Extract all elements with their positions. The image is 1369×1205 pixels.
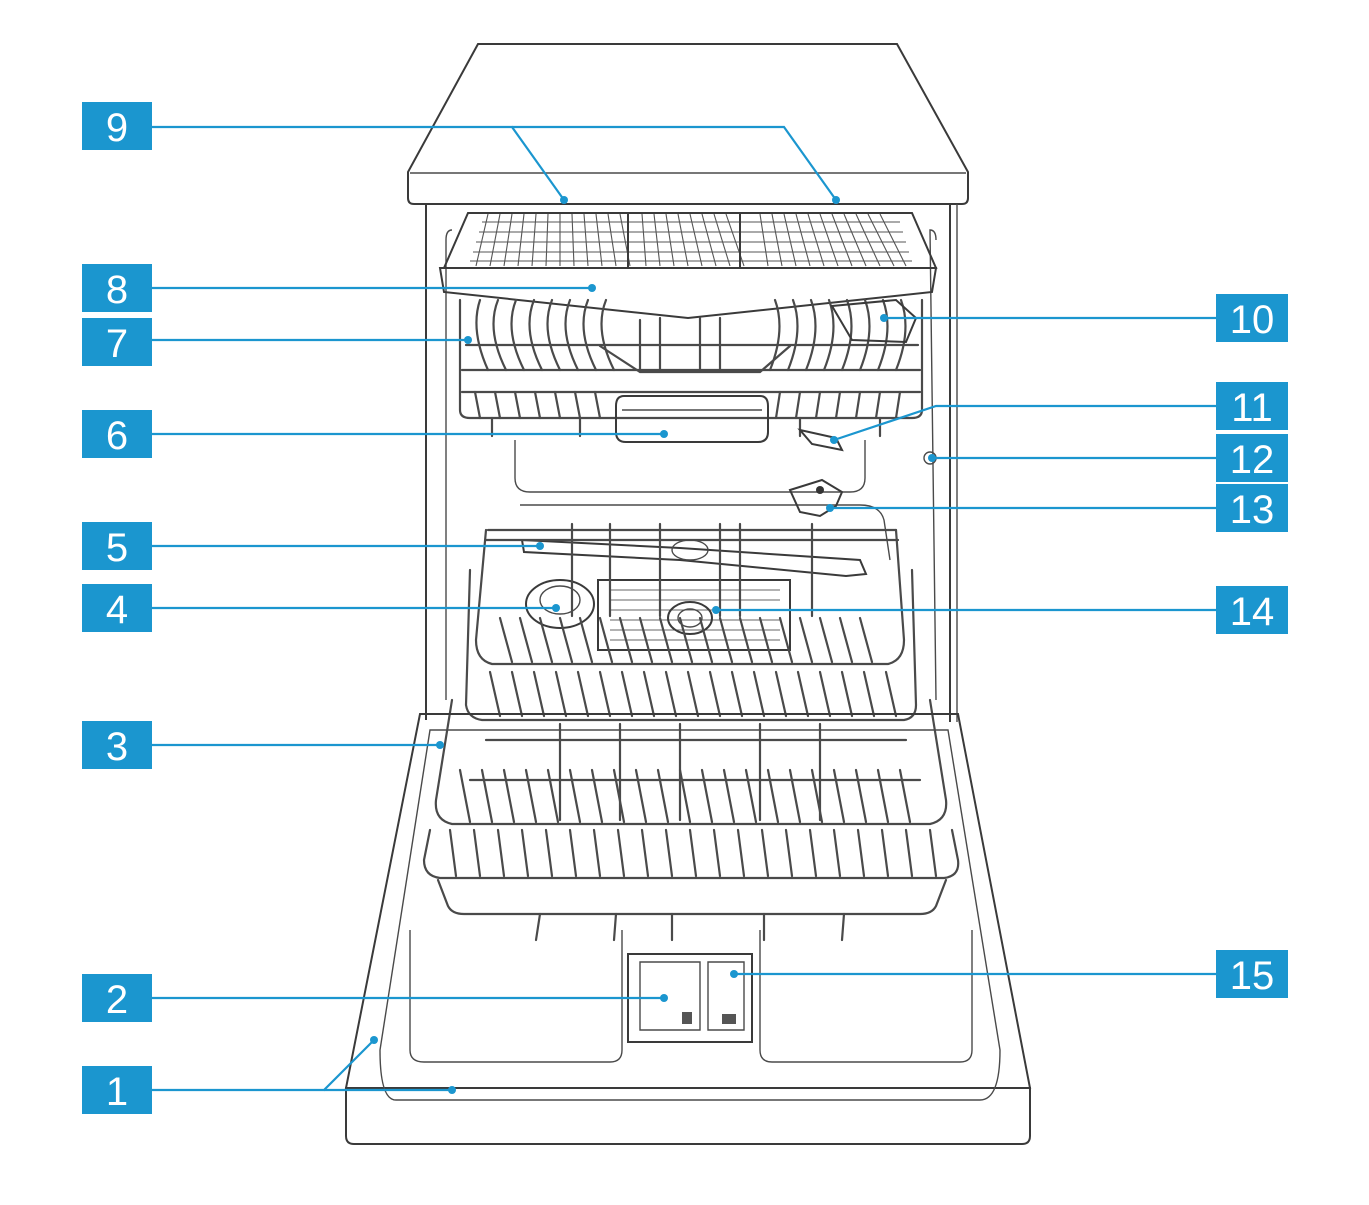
filter-system xyxy=(597,579,791,651)
middle-basket xyxy=(464,522,918,722)
callout-6-label: 6 xyxy=(106,414,128,458)
appliance-door xyxy=(344,713,1032,1145)
cutlery-drawer-front xyxy=(438,267,938,320)
callout-3: 3 xyxy=(82,721,152,769)
callout-5-label: 5 xyxy=(106,526,128,570)
middle-spray-arm xyxy=(520,538,868,578)
upper-spray-arm xyxy=(615,395,769,443)
appliance-body xyxy=(407,43,969,722)
leader-lines xyxy=(152,125,1216,1094)
callout-15: 15 xyxy=(1216,950,1288,998)
callout-13-label: 13 xyxy=(1230,488,1275,532)
callout-1: 1 xyxy=(82,1066,152,1114)
callout-12-label: 12 xyxy=(1230,438,1275,482)
callout-6: 6 xyxy=(82,410,152,458)
rackmatic-lever xyxy=(797,428,844,452)
callout-2: 2 xyxy=(82,974,152,1022)
callout-4: 4 xyxy=(82,584,152,632)
callout-11-label: 11 xyxy=(1231,386,1273,430)
cutlery-drawer-grid xyxy=(470,213,912,267)
detergent-dispenser xyxy=(627,953,753,1043)
upper-basket xyxy=(458,298,924,452)
upper-basket-knife-shelf xyxy=(830,298,918,344)
callout-7: 7 xyxy=(82,318,152,366)
salt-container xyxy=(525,579,595,629)
callout-4-label: 4 xyxy=(106,588,128,632)
callout-5: 5 xyxy=(82,522,152,570)
lower-basket xyxy=(422,698,960,942)
middle-spray-nozzle xyxy=(788,478,844,518)
callout-9: 9 xyxy=(82,102,152,150)
callout-10: 10 xyxy=(1216,294,1288,342)
callout-2-label: 2 xyxy=(106,978,128,1022)
tub-back-wall xyxy=(514,440,866,493)
callout-8: 8 xyxy=(82,264,152,312)
callout-14-label: 14 xyxy=(1230,590,1275,634)
callout-1-label: 1 xyxy=(106,1070,128,1114)
callout-7-label: 7 xyxy=(106,322,128,366)
callout-9-label: 9 xyxy=(106,106,128,150)
callout-14: 14 xyxy=(1216,586,1288,634)
callout-3-label: 3 xyxy=(106,725,128,769)
callout-badges: 9 8 7 6 5 4 3 2 xyxy=(82,102,1288,1114)
callout-12: 12 xyxy=(1216,434,1288,482)
callout-15-label: 15 xyxy=(1230,954,1275,998)
callout-11: 11 xyxy=(1216,382,1288,430)
worktop xyxy=(407,43,969,205)
tub-interior xyxy=(445,229,937,701)
callout-13: 13 xyxy=(1216,484,1288,532)
callout-8-label: 8 xyxy=(106,268,128,312)
callout-10-label: 10 xyxy=(1230,298,1275,342)
